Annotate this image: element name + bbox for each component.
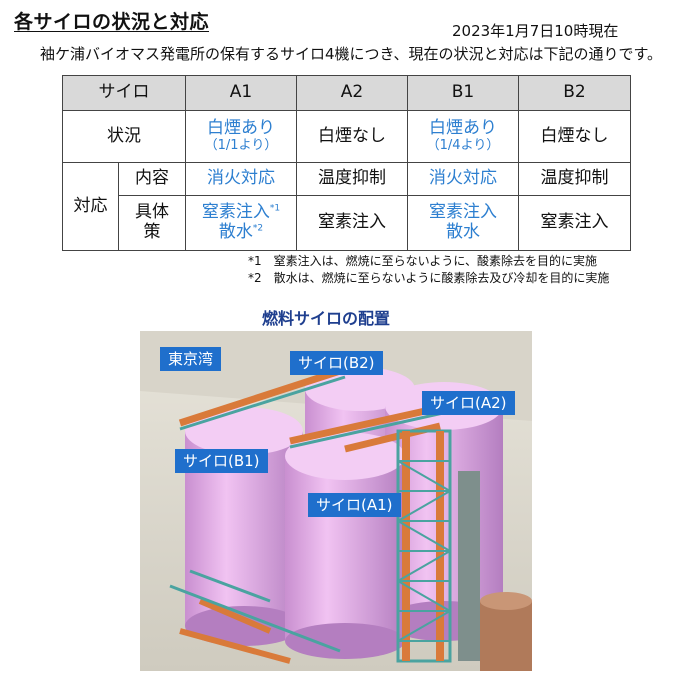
content-b2: 温度抑制 [518, 162, 631, 196]
specific-a1-line1: 窒素注入 [201, 202, 270, 223]
status-b2-main: 白煙なし [540, 125, 609, 146]
as-of-datetime: 2023年1月7日10時現在 [452, 22, 619, 40]
silo-status-table: サイロ A1 A2 B1 B2 状況 白煙あり （1/1より） 白煙なし 白煙あ… [62, 75, 631, 251]
row-label-response: 対応 [62, 162, 119, 251]
status-a1: 白煙あり （1/1より） [185, 110, 297, 163]
header-b1: B1 [407, 75, 519, 111]
footnote-1: *1 窒素注入は、燃焼に至らないように、酸素除去を目的に実施 [248, 254, 598, 268]
status-b1-main: 白煙あり [429, 118, 497, 139]
header-silo: サイロ [62, 75, 186, 111]
tank-shape [480, 592, 532, 671]
tower-structure [396, 429, 480, 663]
content-a1: 消火対応 [185, 162, 297, 196]
table-header-row: サイロ A1 A2 B1 B2 [62, 75, 631, 111]
table-row-content: 対応 内容 消火対応 温度抑制 消火対応 温度抑制 [62, 162, 631, 251]
specific-b2: 窒素注入 [518, 195, 631, 251]
label-silo-a2: サイロ(A2) [422, 391, 515, 415]
table-row-specific: 具体策 窒素注入*1 散水*2 窒素注入 窒素注入 散水 窒素注入 [63, 195, 631, 251]
status-b2: 白煙なし [518, 110, 631, 163]
lower-piping [179, 598, 291, 664]
status-b1-sub: （1/4より） [426, 137, 500, 153]
header-a2: A2 [296, 75, 408, 111]
header-a1: A1 [185, 75, 297, 111]
label-silo-b2: サイロ(B2) [290, 351, 383, 375]
status-a1-main: 白煙あり [207, 118, 275, 139]
content-a2: 温度抑制 [296, 162, 408, 196]
status-b1: 白煙あり （1/4より） [407, 110, 519, 163]
specific-a2: 窒素注入 [296, 195, 408, 251]
note-mark-2: *2 [252, 223, 264, 234]
specific-a1: 窒素注入*1 散水*2 [185, 195, 297, 251]
specific-a1-line2: 散水 [218, 222, 253, 242]
page-title: 各サイロの状況と対応 [14, 11, 210, 33]
status-a2-main: 白煙なし [318, 125, 386, 146]
note-mark-1: *1 [269, 203, 281, 214]
specific-b1-line1: 窒素注入 [429, 202, 497, 223]
specific-b1-line2: 散水 [446, 222, 480, 242]
footnote-2: *2 散水は、燃焼に至らないように酸素除去及び冷却を目的に実施 [248, 271, 610, 285]
specific-b1: 窒素注入 散水 [407, 195, 519, 251]
row-label-status: 状況 [62, 110, 186, 163]
label-silo-b1: サイロ(B1) [175, 449, 268, 473]
status-a2: 白煙なし [296, 110, 408, 163]
table-row-status: 状況 白煙あり （1/1より） 白煙なし 白煙あり （1/4より） 白煙なし [62, 110, 631, 163]
intro-text: 袖ケ浦バイオマス発電所の保有するサイロ4機につき、現在の状況と対応は下記の通りで… [40, 45, 662, 63]
silo-a1-shape [285, 432, 405, 659]
figure-title: 燃料サイロの配置 [262, 309, 391, 328]
status-a1-sub: （1/1より） [204, 137, 278, 153]
silo-layout-illustration: 東京湾 サイロ(B2) サイロ(A2) サイロ(B1) サイロ(A1) [140, 331, 532, 671]
row-label-content: 内容 [118, 162, 186, 196]
row-label-specific: 具体策 [118, 195, 186, 251]
header-b2: B2 [518, 75, 631, 111]
content-b1: 消火対応 [407, 162, 519, 196]
footnotes: *1 窒素注入は、燃焼に至らないように、酸素除去を目的に実施 *2 散水は、燃焼… [248, 253, 609, 287]
row-label-specific-text: 具体策 [135, 202, 169, 242]
label-tokyo-bay: 東京湾 [160, 347, 222, 371]
label-silo-a1: サイロ(A1) [308, 493, 401, 517]
